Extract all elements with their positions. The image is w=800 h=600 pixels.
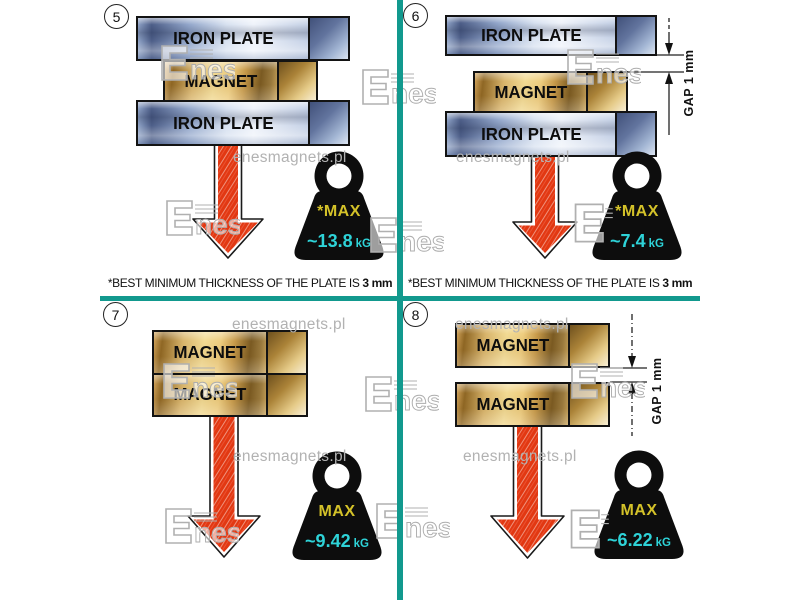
panel-6-number: 6 [403, 3, 428, 28]
arrow-down-icon [512, 155, 578, 259]
iron-plate-top: IRON PLATE [445, 15, 657, 56]
svg-text:nes: nes [194, 517, 239, 547]
panel-5-number: 5 [104, 4, 129, 29]
watermark-site: enesmagnets.pl [233, 149, 347, 166]
enes-logo-icon: nes [163, 363, 237, 402]
enes-logo-icon [574, 203, 613, 243]
iron-plate-bottom: IRON PLATE [445, 111, 657, 157]
magnet-bar-bottom: MAGNET [455, 382, 610, 427]
gap-label: GAP 1 mm [682, 49, 696, 117]
magnet-label: MAGNET [173, 341, 247, 362]
magnet-label: MAGNET [173, 384, 247, 405]
magnet-label: MAGNET [184, 70, 258, 91]
enes-logo-icon [570, 509, 609, 549]
gap-dimension [628, 18, 684, 135]
magnet-label: MAGNET [494, 81, 567, 102]
magnet-bar-top: MAGNET [455, 323, 610, 368]
iron-plate-end [308, 102, 348, 144]
svg-text:nes: nes [195, 209, 240, 239]
watermark-site: enesmagnets.pl [232, 316, 346, 333]
magnet-end [568, 325, 608, 366]
iron-plate-label: IRON PLATE [480, 25, 582, 45]
iron-plate-end [308, 18, 348, 59]
watermark-site: enesmagnets.pl [456, 149, 570, 166]
magnet-end [266, 374, 306, 415]
svg-text:nes: nes [600, 372, 645, 402]
panel-7-number: 7 [103, 302, 128, 327]
magnet-end [277, 62, 316, 100]
arrow-down-icon [192, 144, 264, 259]
enes-logo-icon: nes [376, 503, 450, 542]
iron-plate-label: IRON PLATE [172, 112, 274, 133]
footnote: *BEST MINIMUM THICKNESS OF THE PLATE IS … [407, 276, 693, 290]
svg-text:nes: nes [190, 54, 235, 84]
weight-max-label: MAX [318, 503, 356, 520]
svg-text:nes: nes [399, 226, 444, 256]
enes-logo-icon: nes [166, 200, 240, 239]
weight-max-label: *MAX [615, 203, 659, 220]
enes-logo-icon: nes [165, 508, 239, 547]
svg-text:nes: nes [192, 372, 237, 402]
enes-logo-icon: nes [567, 49, 641, 88]
magnet-label: MAGNET [476, 394, 549, 414]
enes-logo-icon: nes [161, 45, 235, 84]
arrow-down-icon [490, 425, 565, 559]
magnet-label: MAGNET [476, 335, 549, 355]
enes-logo-icon: nes [571, 363, 645, 402]
watermark-site: enesmagnets.pl [463, 448, 577, 465]
divider-horizontal [100, 296, 700, 301]
panel-8-number: 8 [403, 302, 428, 327]
weight-max-label: *MAX [317, 203, 361, 220]
iron-plate-label: IRON PLATE [172, 28, 274, 48]
weight-max-label: MAX [620, 502, 658, 519]
svg-text:nes: nes [405, 512, 450, 542]
svg-text:nes: nes [596, 58, 641, 88]
iron-plate-end [615, 17, 655, 54]
footnote: *BEST MINIMUM THICKNESS OF THE PLATE IS … [107, 276, 393, 290]
iron-plate-label: IRON PLATE [480, 123, 582, 144]
iron-plate-bottom: IRON PLATE [136, 100, 350, 146]
watermark-site: enesmagnets.pl [455, 316, 569, 333]
enes-logo-icon: nes [370, 217, 444, 256]
magnet-end [266, 332, 306, 373]
watermark-site: enesmagnets.pl [233, 448, 347, 465]
iron-plate-end [615, 113, 655, 155]
gap-label: GAP 1 mm [650, 357, 664, 425]
